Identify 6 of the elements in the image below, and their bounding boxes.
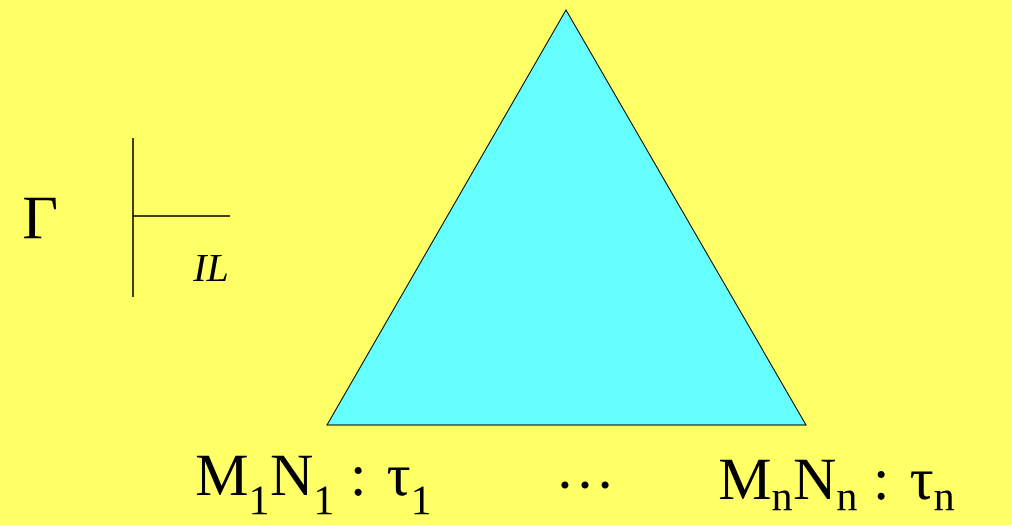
ellipsis: …	[561, 481, 609, 489]
gamma-symbol: Γ	[24, 197, 57, 239]
term-label: M$_{1}$N$_{1}$ : τ$_{1}$	[196, 455, 430, 515]
term-label: M$_{n}$N$_{n}$ : τ$_{n}$	[719, 459, 955, 511]
turnstile-subscript: IL	[193, 254, 227, 282]
triangle	[326, 9, 807, 426]
